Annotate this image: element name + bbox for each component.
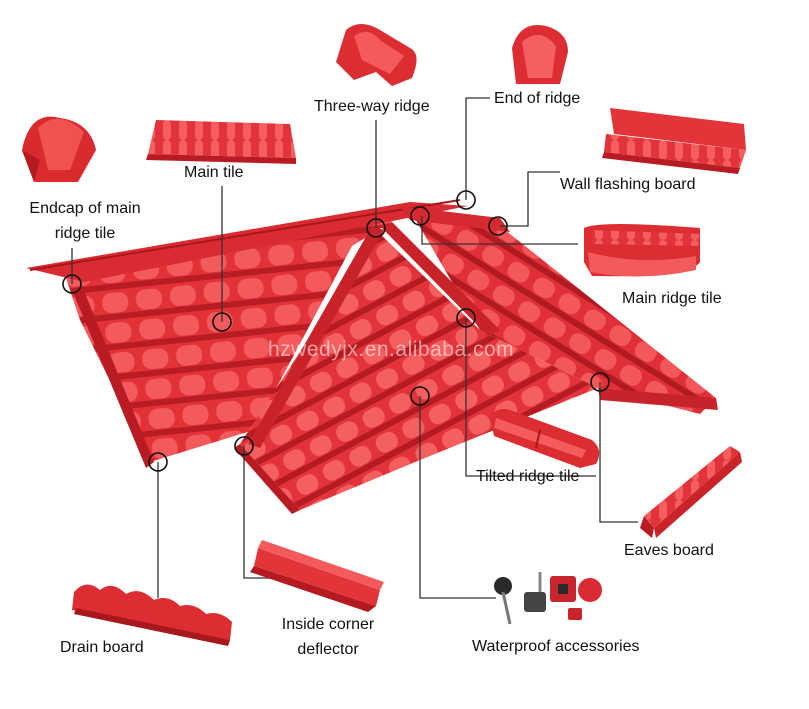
waterproof-leader [419,396,496,599]
main-ridge-tile-illustration [584,224,700,277]
eaves-leader-circle [590,372,610,392]
main-ridge-tile-label: Main ridge tile [622,290,722,307]
tilted-ridge-leader-circle [456,308,476,328]
tilted-ridge-leader [465,318,596,477]
inside-corner-label-line1: Inside corner [281,616,375,633]
wall-flashing-board-label: Wall flashing board [560,176,696,193]
wall-flashing-leader [500,171,560,227]
inside-corner-deflector-label: Inside corner deflector [270,614,386,660]
endcap-label: Endcap of main ridge tile [18,198,152,244]
inside-corner-label-line2: deflector [297,641,359,658]
endcap-label-line2: ridge tile [54,225,116,242]
three-way-ridge-label: Three-way ridge [314,98,430,115]
three-way-leader-circle [366,218,386,238]
wall-flashing-leader-circle [488,216,508,236]
drain-leader-circle [148,452,168,472]
inside-corner-deflector-illustration [250,540,384,612]
tilted-ridge-left [248,226,384,448]
endcap-label-line1: Endcap of main [29,200,141,217]
watermark-text: hzwedyjx.en.alibaba.com [268,338,515,361]
eaves-board-illustration [640,446,742,538]
main-tile-leader-circle [212,312,232,332]
three-way-ridge-illustration [336,24,417,86]
tilted-ridge-right [380,222,500,336]
endcap-leader-circle [62,274,82,294]
drain-board-illustration [72,584,232,646]
end-of-ridge-label: End of ridge [494,90,581,107]
eaves-edge-right [598,388,718,410]
main-ridge-bar [26,202,468,282]
end-of-ridge-leader-circle [456,190,476,210]
endcap-of-main-ridge-tile-illustration [22,116,96,182]
inside-corner-leader-circle [234,436,254,456]
drain-board-label: Drain board [60,639,144,656]
roof-front-plane [240,232,598,510]
tilted-ridge-tile-illustration [490,409,600,468]
main-tile-label: Main tile [184,164,244,181]
roof-left-plane [66,210,410,462]
end-of-ridge-illustration [512,24,568,84]
waterproof-accessories-label: Waterproof accessories [472,638,640,655]
roof-right-plane [410,210,716,414]
wall-flashing-board-illustration [602,108,746,174]
end-of-ridge-leader [465,97,490,200]
tilted-ridge-tile-label: Tilted ridge tile [476,468,580,485]
main-tile-illustration [146,120,296,164]
leader-lines [62,97,638,599]
eaves-edge-left [72,286,154,468]
eaves-board-label: Eaves board [624,542,714,559]
eaves-leader [599,382,638,523]
main-ridge-leader-circle [410,206,430,226]
waterproof-leader-circle [410,386,430,406]
eaves-edge-front [234,444,300,514]
waterproof-accessories-illustration [494,572,602,625]
